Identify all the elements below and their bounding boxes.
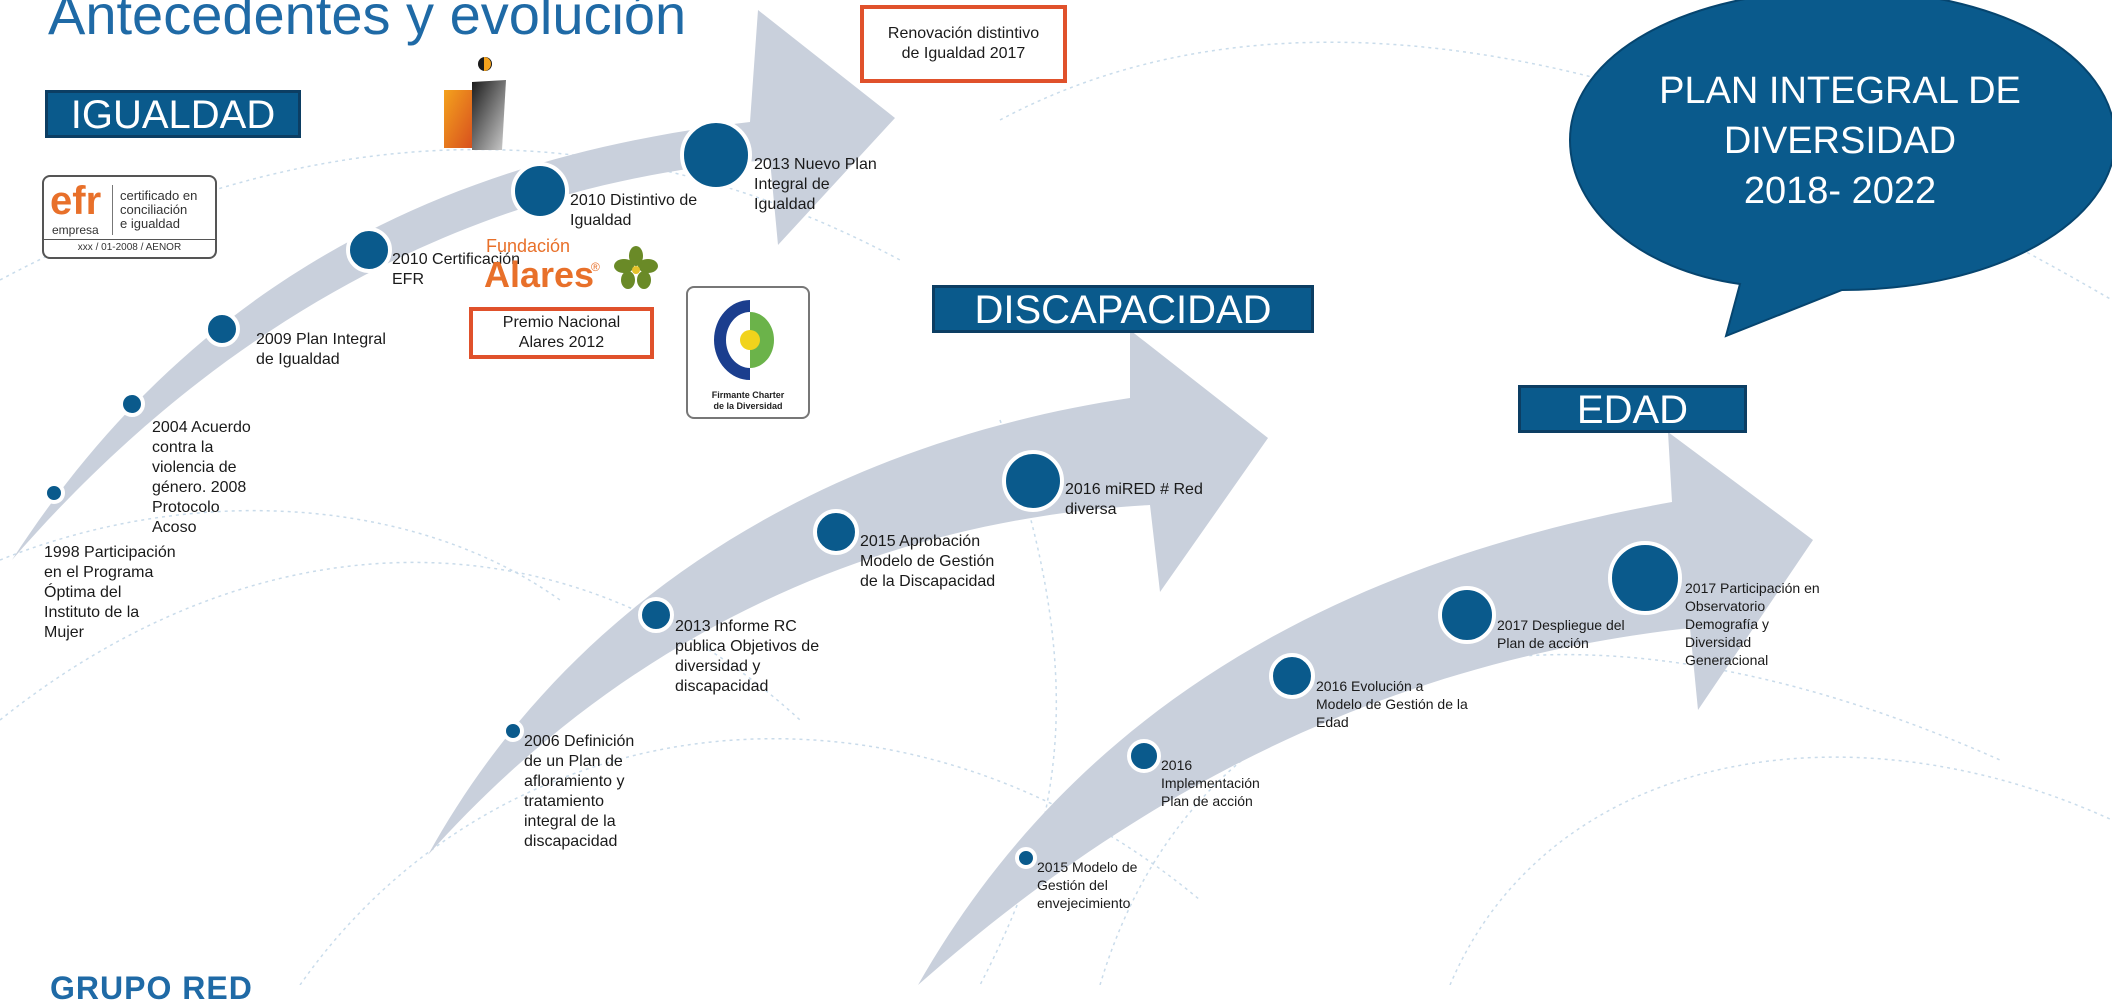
grupo-red-logo: GRUPO RED	[50, 970, 253, 1006]
plan-bubble	[1568, 0, 2112, 338]
efr-logo-sub: empresa	[52, 223, 99, 237]
renovacion-box: Renovación distintivo de Igualdad 2017	[860, 5, 1067, 83]
dot-2006	[502, 720, 524, 742]
distintivo-igualdad-logo	[444, 57, 506, 150]
dot-2004	[119, 391, 145, 417]
charter-logo: Firmante Charter de la Diversidad	[686, 286, 810, 419]
efr-footer: xxx / 01-2008 / AENOR	[77, 242, 182, 253]
alares-mark: ®	[591, 260, 600, 274]
charter-emblem-icon	[714, 300, 774, 380]
milestone-2016-mired: 2016 miRED # Red diversa	[1065, 481, 1203, 518]
milestone-2017-observatorio: 2017 Participación en Observatorio Demog…	[1685, 580, 1820, 668]
premio-box: Premio Nacional Alares 2012	[469, 307, 654, 359]
milestone-2010-distintivo: 2010 Distintivo de Igualdad	[570, 192, 698, 229]
milestone-2006: 2006 Definición de un Plan de afloramien…	[524, 733, 635, 850]
dot-2013-plan	[680, 119, 752, 191]
milestone-2013-plan: 2013 Nuevo Plan Integral de Igualdad	[754, 156, 877, 213]
page-title: Antecedentes y evolución	[48, 0, 687, 46]
milestone-2017-despliegue: 2017 Despliegue del Plan de acción	[1497, 617, 1625, 651]
dot-2016-implementacion	[1127, 739, 1161, 773]
alares-logo: Fundación Alares ®	[484, 236, 664, 302]
dot-2010-efr	[346, 227, 392, 273]
edad-arrow	[918, 432, 1813, 985]
milestone-1998: 1998 Participación en el Programa Óptima…	[44, 544, 176, 641]
dot-2010-distintivo	[511, 162, 569, 220]
timeline-dots	[43, 119, 1682, 869]
milestone-2016-evolucion: 2016 Evolución a Modelo de Gestión de la…	[1316, 678, 1468, 730]
milestone-2015-envejecimiento: 2015 Modelo de Gestión del envejecimient…	[1037, 859, 1138, 911]
efr-divider	[112, 185, 113, 235]
dot-2017-observatorio	[1608, 541, 1682, 615]
milestone-2009: 2009 Plan Integral de Igualdad	[256, 331, 386, 368]
charter-text: Firmante Charter de la Diversidad	[711, 390, 785, 411]
flower-icon	[614, 246, 658, 289]
dot-2013-rc	[638, 597, 674, 633]
dot-2015-modelo	[813, 509, 859, 555]
milestone-2010-efr: 2010 Certificación EFR	[392, 251, 521, 288]
efr-cert-text: certificado en conciliación e igualdad	[120, 188, 198, 231]
milestone-2015-modelo: 2015 Aprobación Modelo de Gestión de la …	[860, 533, 996, 590]
dot-2017-despliegue	[1438, 586, 1496, 644]
alares-top-text: Fundación	[486, 236, 571, 256]
alares-main-text: Alares	[484, 254, 595, 295]
dot-2009	[204, 311, 240, 347]
efr-footer-line	[44, 239, 215, 240]
plan-integral-text: PLAN INTEGRAL DE DIVERSIDAD 2018- 2022	[1659, 70, 2021, 212]
section-edad: EDAD	[1518, 385, 1747, 433]
discapacidad-arrow	[428, 330, 1268, 855]
igualdad-arrow	[12, 10, 895, 560]
dot-2016-mired	[1002, 450, 1064, 512]
milestone-2004: 2004 Acuerdo contra la violencia de géne…	[152, 419, 251, 536]
efr-logo-main: efr	[50, 179, 102, 223]
milestone-2016-implementacion: 2016 Implementación Plan de acción	[1161, 757, 1260, 809]
dot-1998	[43, 482, 65, 504]
timeline-arrows	[12, 10, 1813, 985]
milestone-2013-rc: 2013 Informe RC publica Objetivos de div…	[675, 618, 820, 695]
section-igualdad: IGUALDAD	[45, 90, 301, 138]
efr-logo: efr empresa certificado en conciliación …	[42, 175, 217, 259]
dot-2016-evolucion	[1269, 653, 1315, 699]
dot-2015-envejecimiento	[1015, 847, 1037, 869]
section-discapacidad: DISCAPACIDAD	[932, 285, 1314, 333]
